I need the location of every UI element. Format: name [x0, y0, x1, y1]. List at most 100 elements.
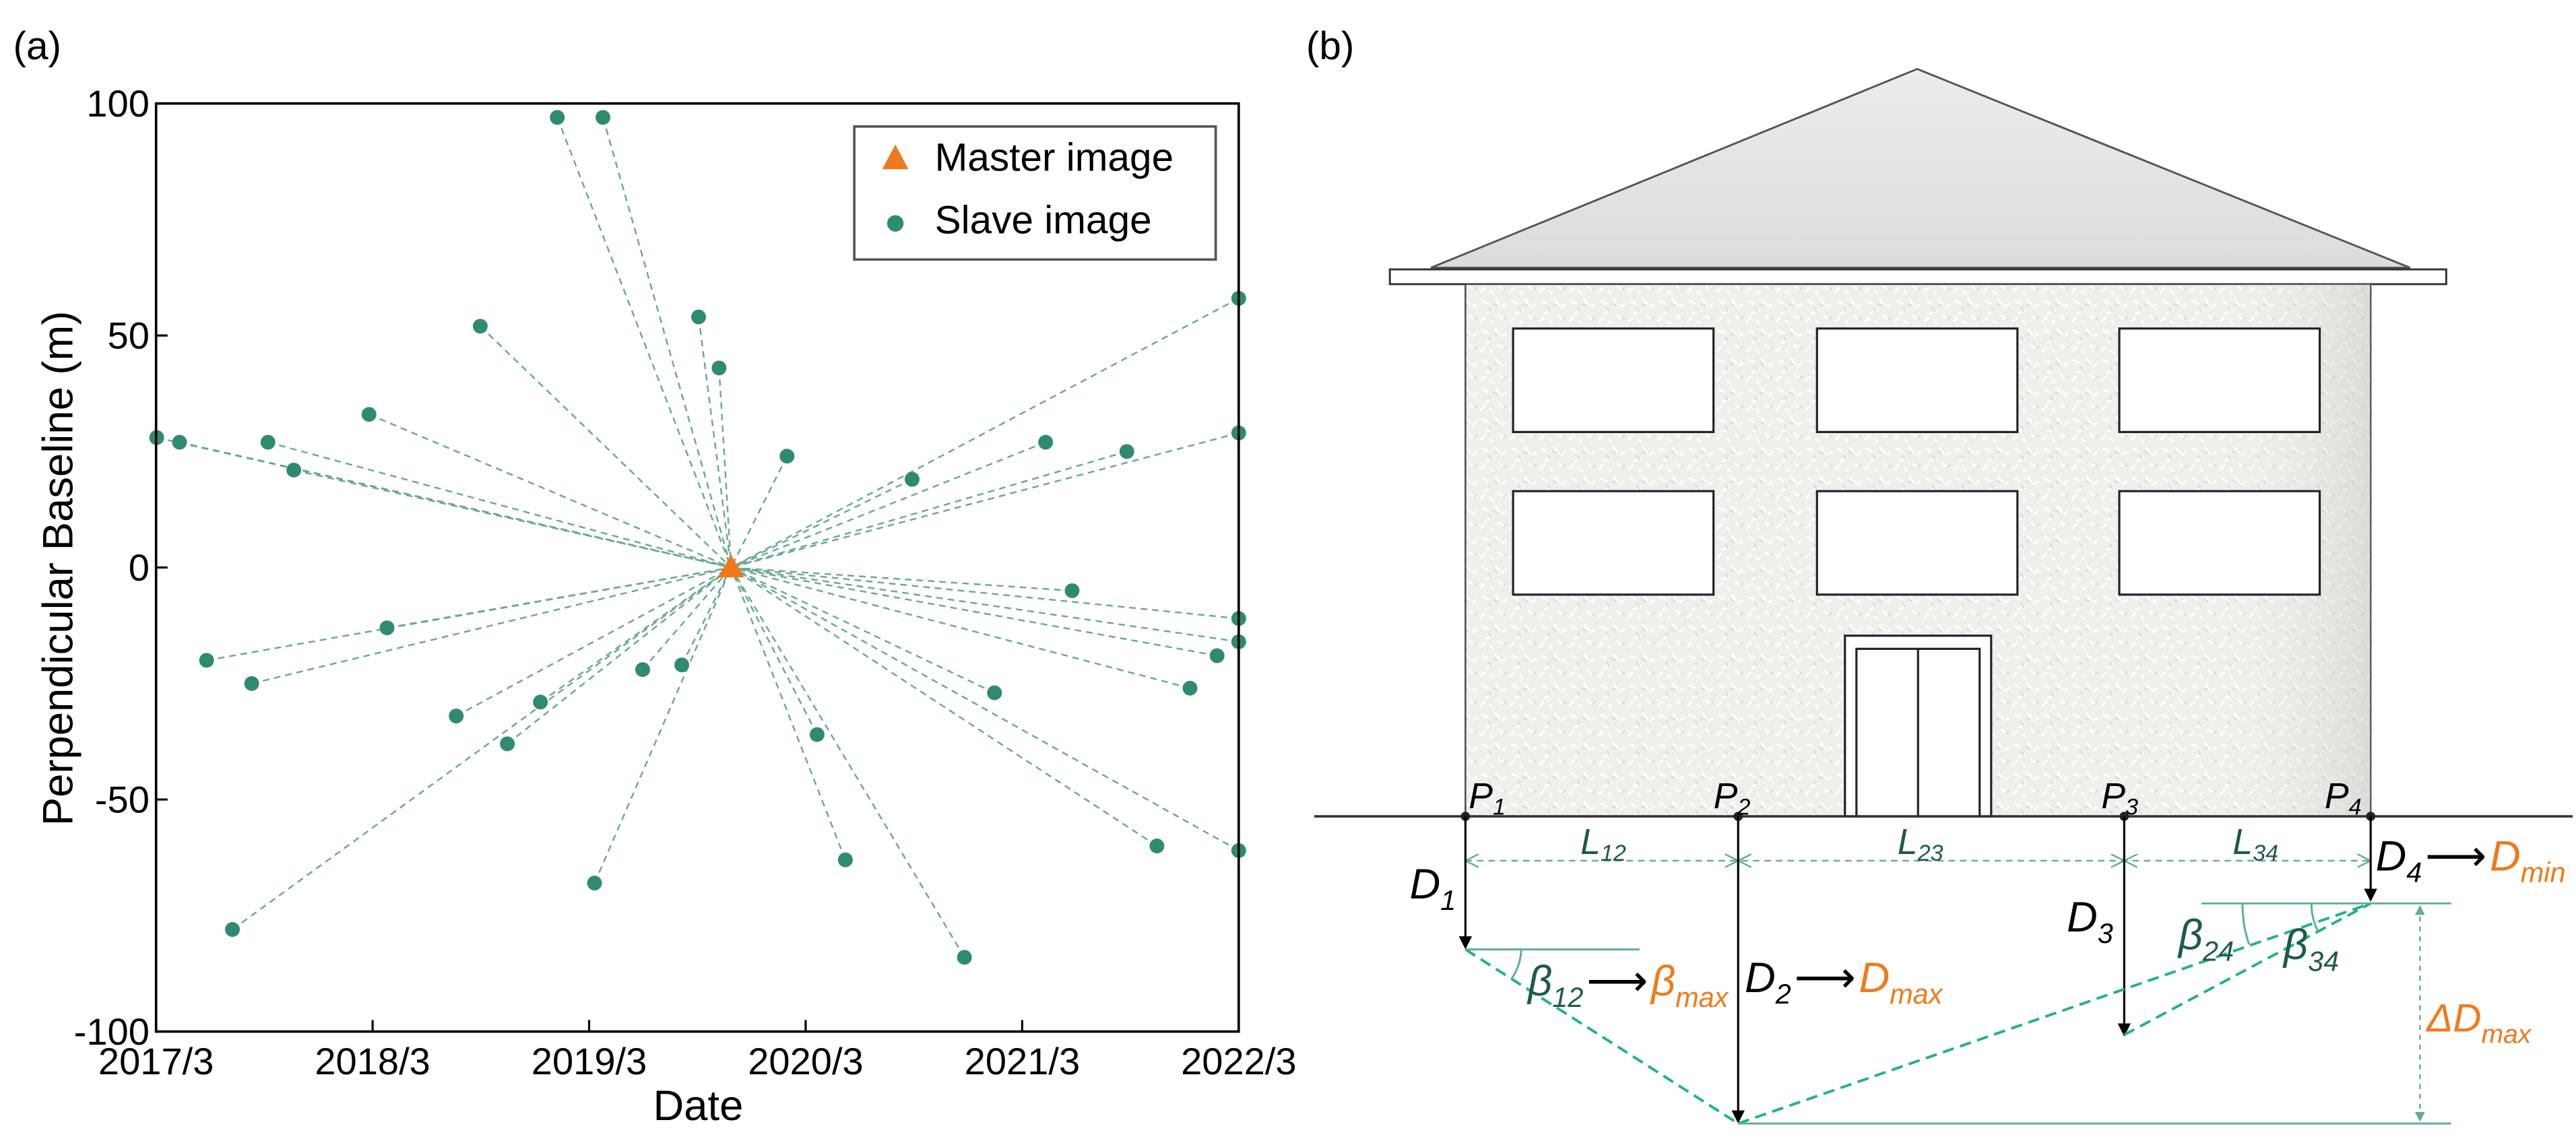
slave-point — [244, 676, 259, 691]
baseline-link — [730, 567, 847, 861]
baseline-link — [731, 566, 1072, 592]
baseline-link — [540, 566, 732, 703]
angle-arc-34 — [2310, 903, 2319, 932]
slave-point — [987, 685, 1002, 700]
baseline-link — [731, 566, 1217, 657]
baseline-link — [480, 325, 732, 568]
x-tick-label: 2021/3 — [965, 1040, 1081, 1082]
slave-point — [1119, 444, 1134, 459]
baseline-link — [730, 566, 1158, 847]
slave-point — [225, 922, 240, 937]
point-label-3: P3 — [2101, 776, 2138, 820]
y-tick-label: 100 — [86, 82, 150, 125]
baseline-link — [267, 441, 732, 568]
beta24-label: β24 — [2177, 912, 2234, 967]
slave-point — [361, 407, 377, 422]
slave-point — [674, 657, 690, 673]
slave-point — [500, 736, 515, 752]
legend: Master image Slave image — [853, 125, 1217, 261]
panel-b-label: (b) — [1306, 24, 1355, 68]
x-tick-label: 2020/3 — [748, 1040, 864, 1082]
profile-segment-24 — [1737, 902, 2371, 1125]
baseline-link — [730, 441, 1046, 568]
door — [1844, 634, 1993, 818]
baseline-link — [368, 414, 732, 568]
y-tick-label: -100 — [74, 1010, 150, 1053]
baseline-link — [556, 117, 732, 568]
span-label-23: L23 — [1898, 822, 1943, 866]
profile-segment-34 — [2123, 902, 2372, 1037]
slave-point — [779, 449, 795, 464]
slave-point — [260, 434, 276, 450]
slave-point — [691, 309, 707, 325]
baseline-link — [730, 297, 1239, 568]
slave-point — [1149, 838, 1165, 853]
slave-point — [199, 653, 214, 668]
slave-point — [711, 360, 727, 376]
legend-box — [853, 125, 1217, 261]
legend-master: Master image — [935, 136, 1173, 180]
x-axis-label: Date — [653, 1082, 744, 1130]
slave-points — [149, 110, 1246, 965]
baseline-link — [730, 566, 965, 958]
master-legend-icon — [882, 144, 909, 170]
slave-point — [286, 462, 302, 478]
x-tick-label: 2018/3 — [315, 1040, 430, 1082]
point-label-4: P4 — [2325, 776, 2362, 820]
baseline-link — [718, 368, 732, 568]
span-dimensions: L12 L23 L34 — [1464, 822, 2371, 868]
baseline-link — [251, 566, 732, 685]
baseline-link — [730, 432, 1239, 568]
window — [2118, 490, 2321, 596]
span-label-12: L12 — [1580, 822, 1626, 866]
slave-point — [472, 319, 488, 334]
slave-point — [837, 852, 853, 868]
point-label-1: P1 — [1469, 776, 1506, 820]
y-axis-label: Perpendicular Baseline (m) — [34, 311, 82, 826]
slave-point — [587, 876, 602, 891]
roof — [1430, 67, 2411, 269]
baseline-link — [730, 455, 788, 568]
baseline-link — [730, 567, 818, 735]
angle-arc-24 — [2241, 903, 2251, 945]
span-label-34: L34 — [2232, 822, 2278, 866]
x-tick-label: 2022/3 — [1181, 1040, 1297, 1082]
baseline-links — [156, 117, 1239, 958]
d2-label: D2⟶Dmax — [1745, 954, 1943, 1010]
slave-point — [533, 694, 548, 710]
window — [1815, 490, 2019, 596]
building — [1388, 67, 2447, 818]
slave-point — [550, 110, 565, 125]
baseline-link — [730, 566, 995, 694]
y-tick-label: 0 — [129, 546, 150, 589]
legend-slave: Slave image — [935, 198, 1152, 242]
slave-point — [1209, 648, 1225, 663]
panel-b: (b) P1 P2 — [1306, 24, 2573, 1125]
angle-arc-12 — [1510, 949, 1522, 980]
baseline-link — [232, 566, 732, 930]
settlement-arrows — [1458, 816, 2377, 1124]
annotations: D1 D2⟶Dmax D3 D4⟶Dmin β12⟶βmax β24 β34 Δ… — [1409, 833, 2565, 1049]
baseline-link — [387, 566, 732, 629]
baseline-link — [730, 566, 1190, 689]
slave-point — [1064, 583, 1080, 599]
slave-point — [379, 620, 395, 636]
y-tick-label: 50 — [108, 315, 150, 357]
baseline-link — [730, 451, 1128, 568]
d3-label: D3 — [2067, 894, 2113, 949]
d4-label: D4⟶Dmin — [2375, 833, 2565, 888]
point-label-2: P2 — [1714, 776, 1751, 820]
points: P1 P2 P3 P4 — [1460, 776, 2375, 821]
slave-point — [635, 662, 650, 678]
baseline-link — [179, 441, 732, 568]
baseline-link — [293, 469, 732, 568]
baseline-link — [731, 566, 1239, 643]
slave-point — [905, 471, 920, 487]
eave — [1388, 268, 2447, 286]
beta34-label: β34 — [2282, 921, 2339, 977]
d1-label: D1 — [1409, 861, 1456, 916]
